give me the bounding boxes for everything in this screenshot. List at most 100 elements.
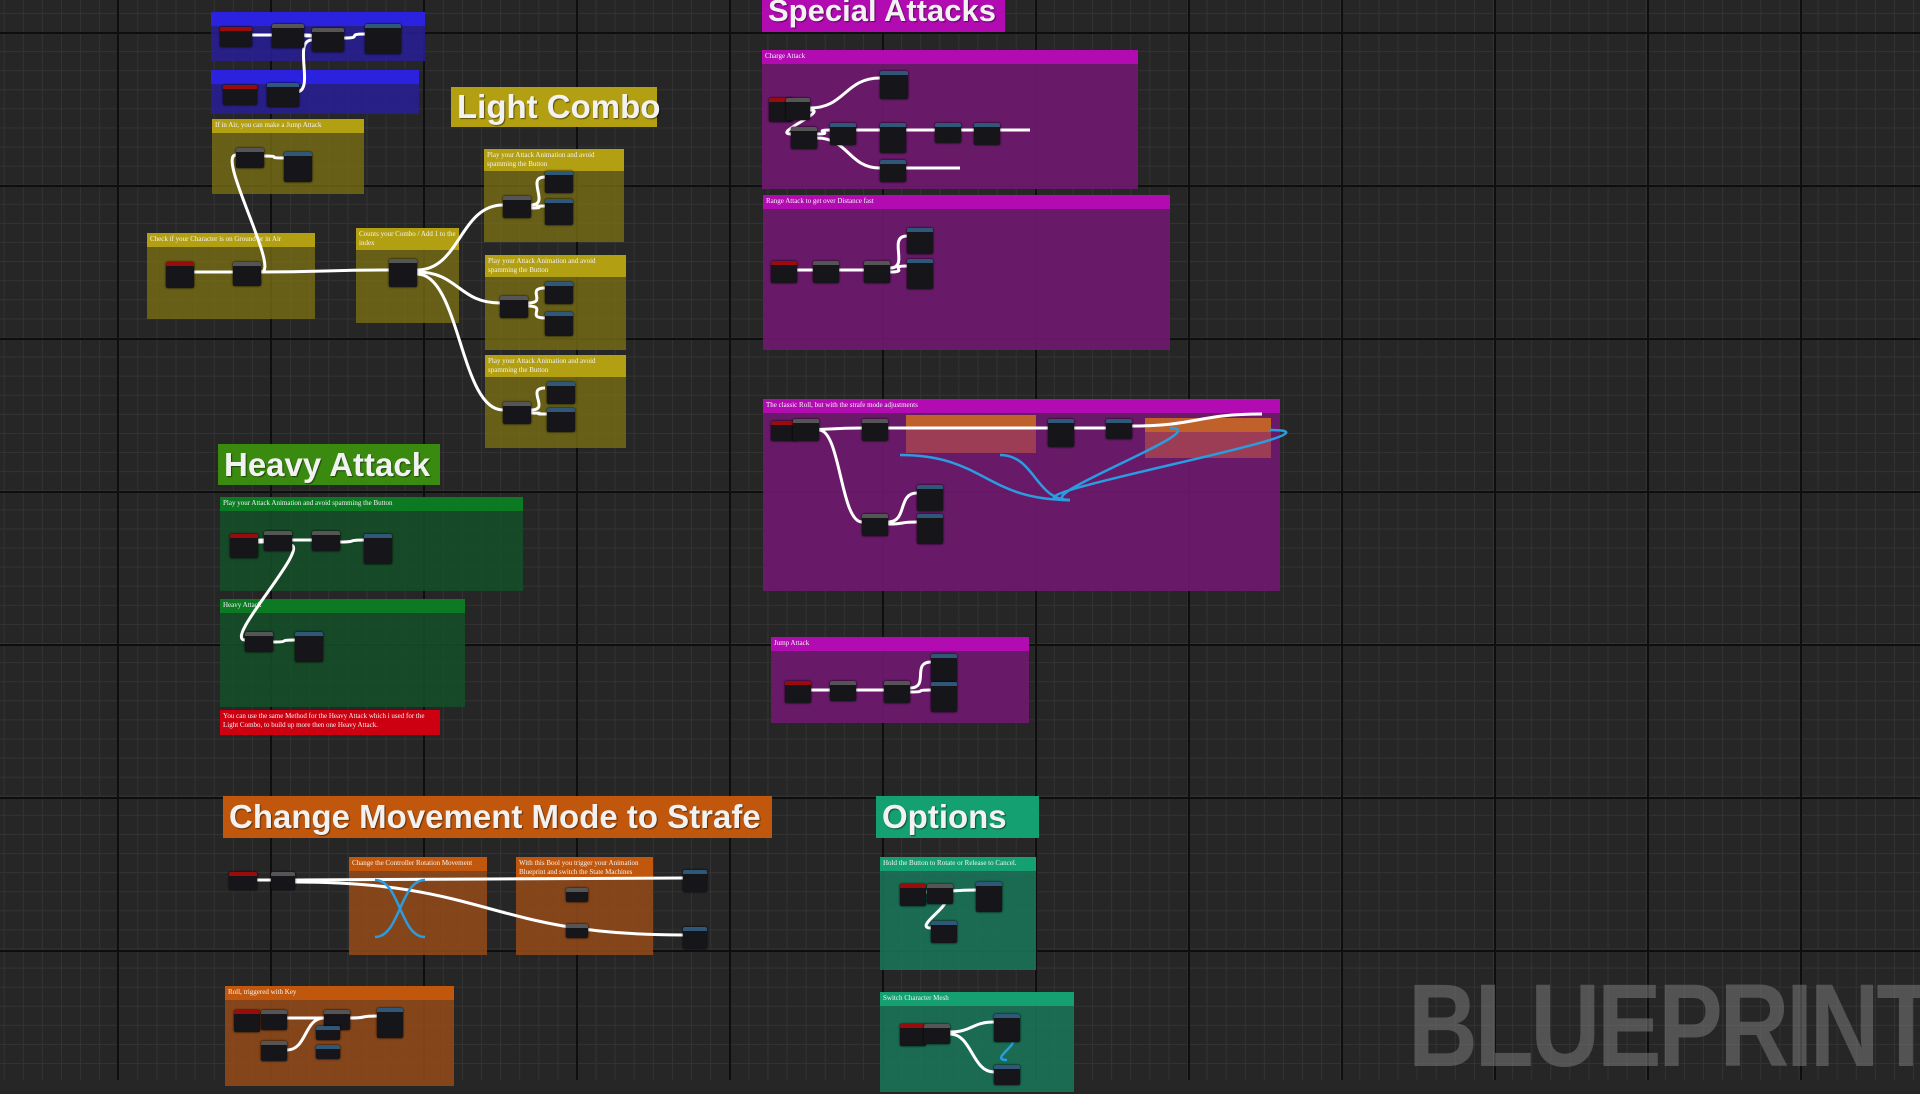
light-combo-title[interactable]: Light Combo (451, 87, 660, 127)
blueprint-node[interactable] (931, 921, 957, 943)
blueprint-node[interactable] (830, 123, 856, 145)
blueprint-node[interactable] (880, 123, 906, 153)
blueprint-node[interactable] (234, 1010, 260, 1032)
blueprint-node[interactable] (917, 485, 943, 511)
blueprint-node[interactable] (1048, 419, 1074, 447)
comment-play-attack-1[interactable]: Play your Attack Animation and avoid spa… (484, 149, 624, 242)
blueprint-node[interactable] (927, 884, 953, 904)
change-movement-title[interactable]: Change Movement Mode to Strafe (223, 796, 772, 838)
comment-controller-rotation[interactable]: Change the Controller Rotation Movement (349, 857, 487, 955)
comment-heavy-note[interactable]: You can use the same Method for the Heav… (220, 710, 440, 735)
node-header (316, 1026, 340, 1030)
blueprint-node[interactable] (994, 1014, 1020, 1042)
special-attacks-title[interactable]: Special Attacks (762, 0, 1005, 32)
blueprint-node[interactable] (917, 514, 943, 544)
blueprint-node[interactable] (220, 27, 252, 47)
options-title[interactable]: Options (876, 796, 1039, 838)
blueprint-node[interactable] (924, 1024, 950, 1044)
blueprint-node[interactable] (884, 681, 910, 703)
blueprint-node[interactable] (907, 259, 933, 289)
blueprint-node[interactable] (862, 514, 888, 536)
blueprint-node[interactable] (236, 148, 264, 168)
comment-heavy-attack[interactable]: Heavy Attack (220, 599, 465, 707)
node-header (503, 402, 531, 406)
blueprint-node[interactable] (566, 888, 588, 902)
exec-wire (816, 136, 881, 170)
blueprint-node[interactable] (267, 83, 299, 107)
blueprint-node[interactable] (545, 171, 573, 193)
blueprint-node[interactable] (316, 1045, 340, 1059)
node-header (261, 1041, 287, 1045)
blueprint-node[interactable] (166, 262, 194, 288)
blueprint-node[interactable] (785, 681, 811, 703)
blueprint-node[interactable] (500, 296, 528, 318)
blueprint-node[interactable] (264, 531, 292, 551)
blueprint-node[interactable] (864, 261, 890, 283)
blueprint-node[interactable] (900, 1024, 926, 1046)
blueprint-node[interactable] (284, 152, 312, 182)
comment-bool-trigger[interactable]: With this Bool you trigger your Animatio… (516, 857, 653, 955)
comment-box[interactable] (211, 70, 419, 114)
blueprint-node[interactable] (566, 924, 588, 938)
blueprint-node[interactable] (503, 196, 531, 218)
blueprint-node[interactable] (830, 681, 856, 701)
node-header (284, 152, 312, 156)
node-header (271, 872, 295, 876)
blueprint-node[interactable] (771, 261, 797, 283)
blueprint-node[interactable] (261, 1010, 287, 1030)
node-header (503, 196, 531, 200)
comment-header: Jump Attack (771, 637, 1029, 651)
blueprint-node[interactable] (931, 682, 957, 712)
node-header (545, 199, 573, 203)
blueprint-node[interactable] (316, 1026, 340, 1040)
blueprint-node[interactable] (880, 71, 908, 99)
blueprint-node[interactable] (683, 927, 707, 949)
blueprint-node[interactable] (935, 123, 961, 143)
blueprint-node[interactable] (994, 1065, 1020, 1085)
blueprint-node[interactable] (547, 408, 575, 432)
blueprint-node[interactable] (377, 1008, 403, 1038)
blueprint-node[interactable] (880, 160, 906, 182)
comment-charge-attack[interactable]: Charge Attack (762, 50, 1138, 189)
blueprint-node[interactable] (786, 98, 810, 120)
blueprint-node[interactable] (862, 419, 888, 441)
blueprint-node[interactable] (545, 282, 573, 304)
exec-wire (240, 543, 295, 642)
blueprint-node[interactable] (771, 421, 797, 441)
blueprint-node[interactable] (272, 24, 304, 48)
blueprint-node[interactable] (223, 85, 257, 105)
blueprint-node[interactable] (261, 1041, 287, 1061)
blueprint-node[interactable] (245, 632, 273, 652)
blueprint-node[interactable] (547, 382, 575, 404)
blueprint-node[interactable] (813, 261, 839, 283)
blueprint-node[interactable] (229, 872, 257, 890)
blueprint-node[interactable] (976, 882, 1002, 912)
blueprint-node[interactable] (389, 259, 417, 287)
blueprint-node[interactable] (974, 123, 1000, 145)
blueprint-node[interactable] (233, 262, 261, 286)
blueprint-node[interactable] (312, 531, 340, 551)
blueprint-node[interactable] (545, 199, 573, 225)
blueprint-node[interactable] (900, 884, 926, 906)
blueprint-node[interactable] (364, 534, 392, 564)
blueprint-node[interactable] (545, 312, 573, 336)
blueprint-node[interactable] (683, 870, 707, 892)
blueprint-node[interactable] (365, 24, 401, 54)
blueprint-node[interactable] (230, 534, 258, 558)
blueprint-node[interactable] (791, 127, 817, 149)
blueprint-node[interactable] (324, 1010, 350, 1030)
comment-inner[interactable] (906, 415, 1036, 453)
blueprint-node[interactable] (907, 228, 933, 254)
blueprint-node[interactable] (271, 872, 295, 890)
comment-hold-button[interactable]: Hold the Button to Rotate or Release to … (880, 857, 1036, 970)
blueprint-node[interactable] (312, 28, 344, 52)
blueprint-node[interactable] (793, 419, 819, 441)
heavy-attack-title[interactable]: Heavy Attack (218, 444, 440, 485)
blueprint-node[interactable] (931, 654, 957, 682)
blueprint-node[interactable] (295, 632, 323, 662)
blueprint-node[interactable] (1106, 419, 1132, 439)
comment-jump-attack[interactable]: Jump Attack (771, 637, 1029, 723)
blueprint-node[interactable] (503, 402, 531, 424)
data-wire (899, 453, 1071, 502)
